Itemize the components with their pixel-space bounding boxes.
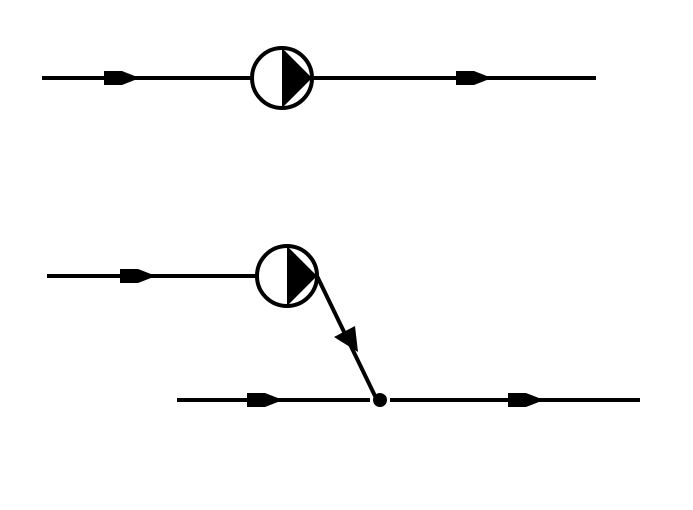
pump-symbol-icon [255,244,319,308]
flow-arrow-icon [247,393,283,407]
flow-arrow-icon [508,393,544,407]
circuit-bottom [177,393,640,407]
flow-arrow-icon [120,269,156,283]
pump-symbol-icon [250,46,314,110]
junction-dot [373,393,387,407]
flow-arrow-icon [334,326,358,352]
pump-impeller-triangle [282,48,312,108]
circuit-middle [47,244,378,399]
flow-arrow-icon [456,71,492,85]
flow-arrow-icon [104,71,140,85]
pump-impeller-triangle [287,246,317,306]
circuit-top [42,46,596,110]
